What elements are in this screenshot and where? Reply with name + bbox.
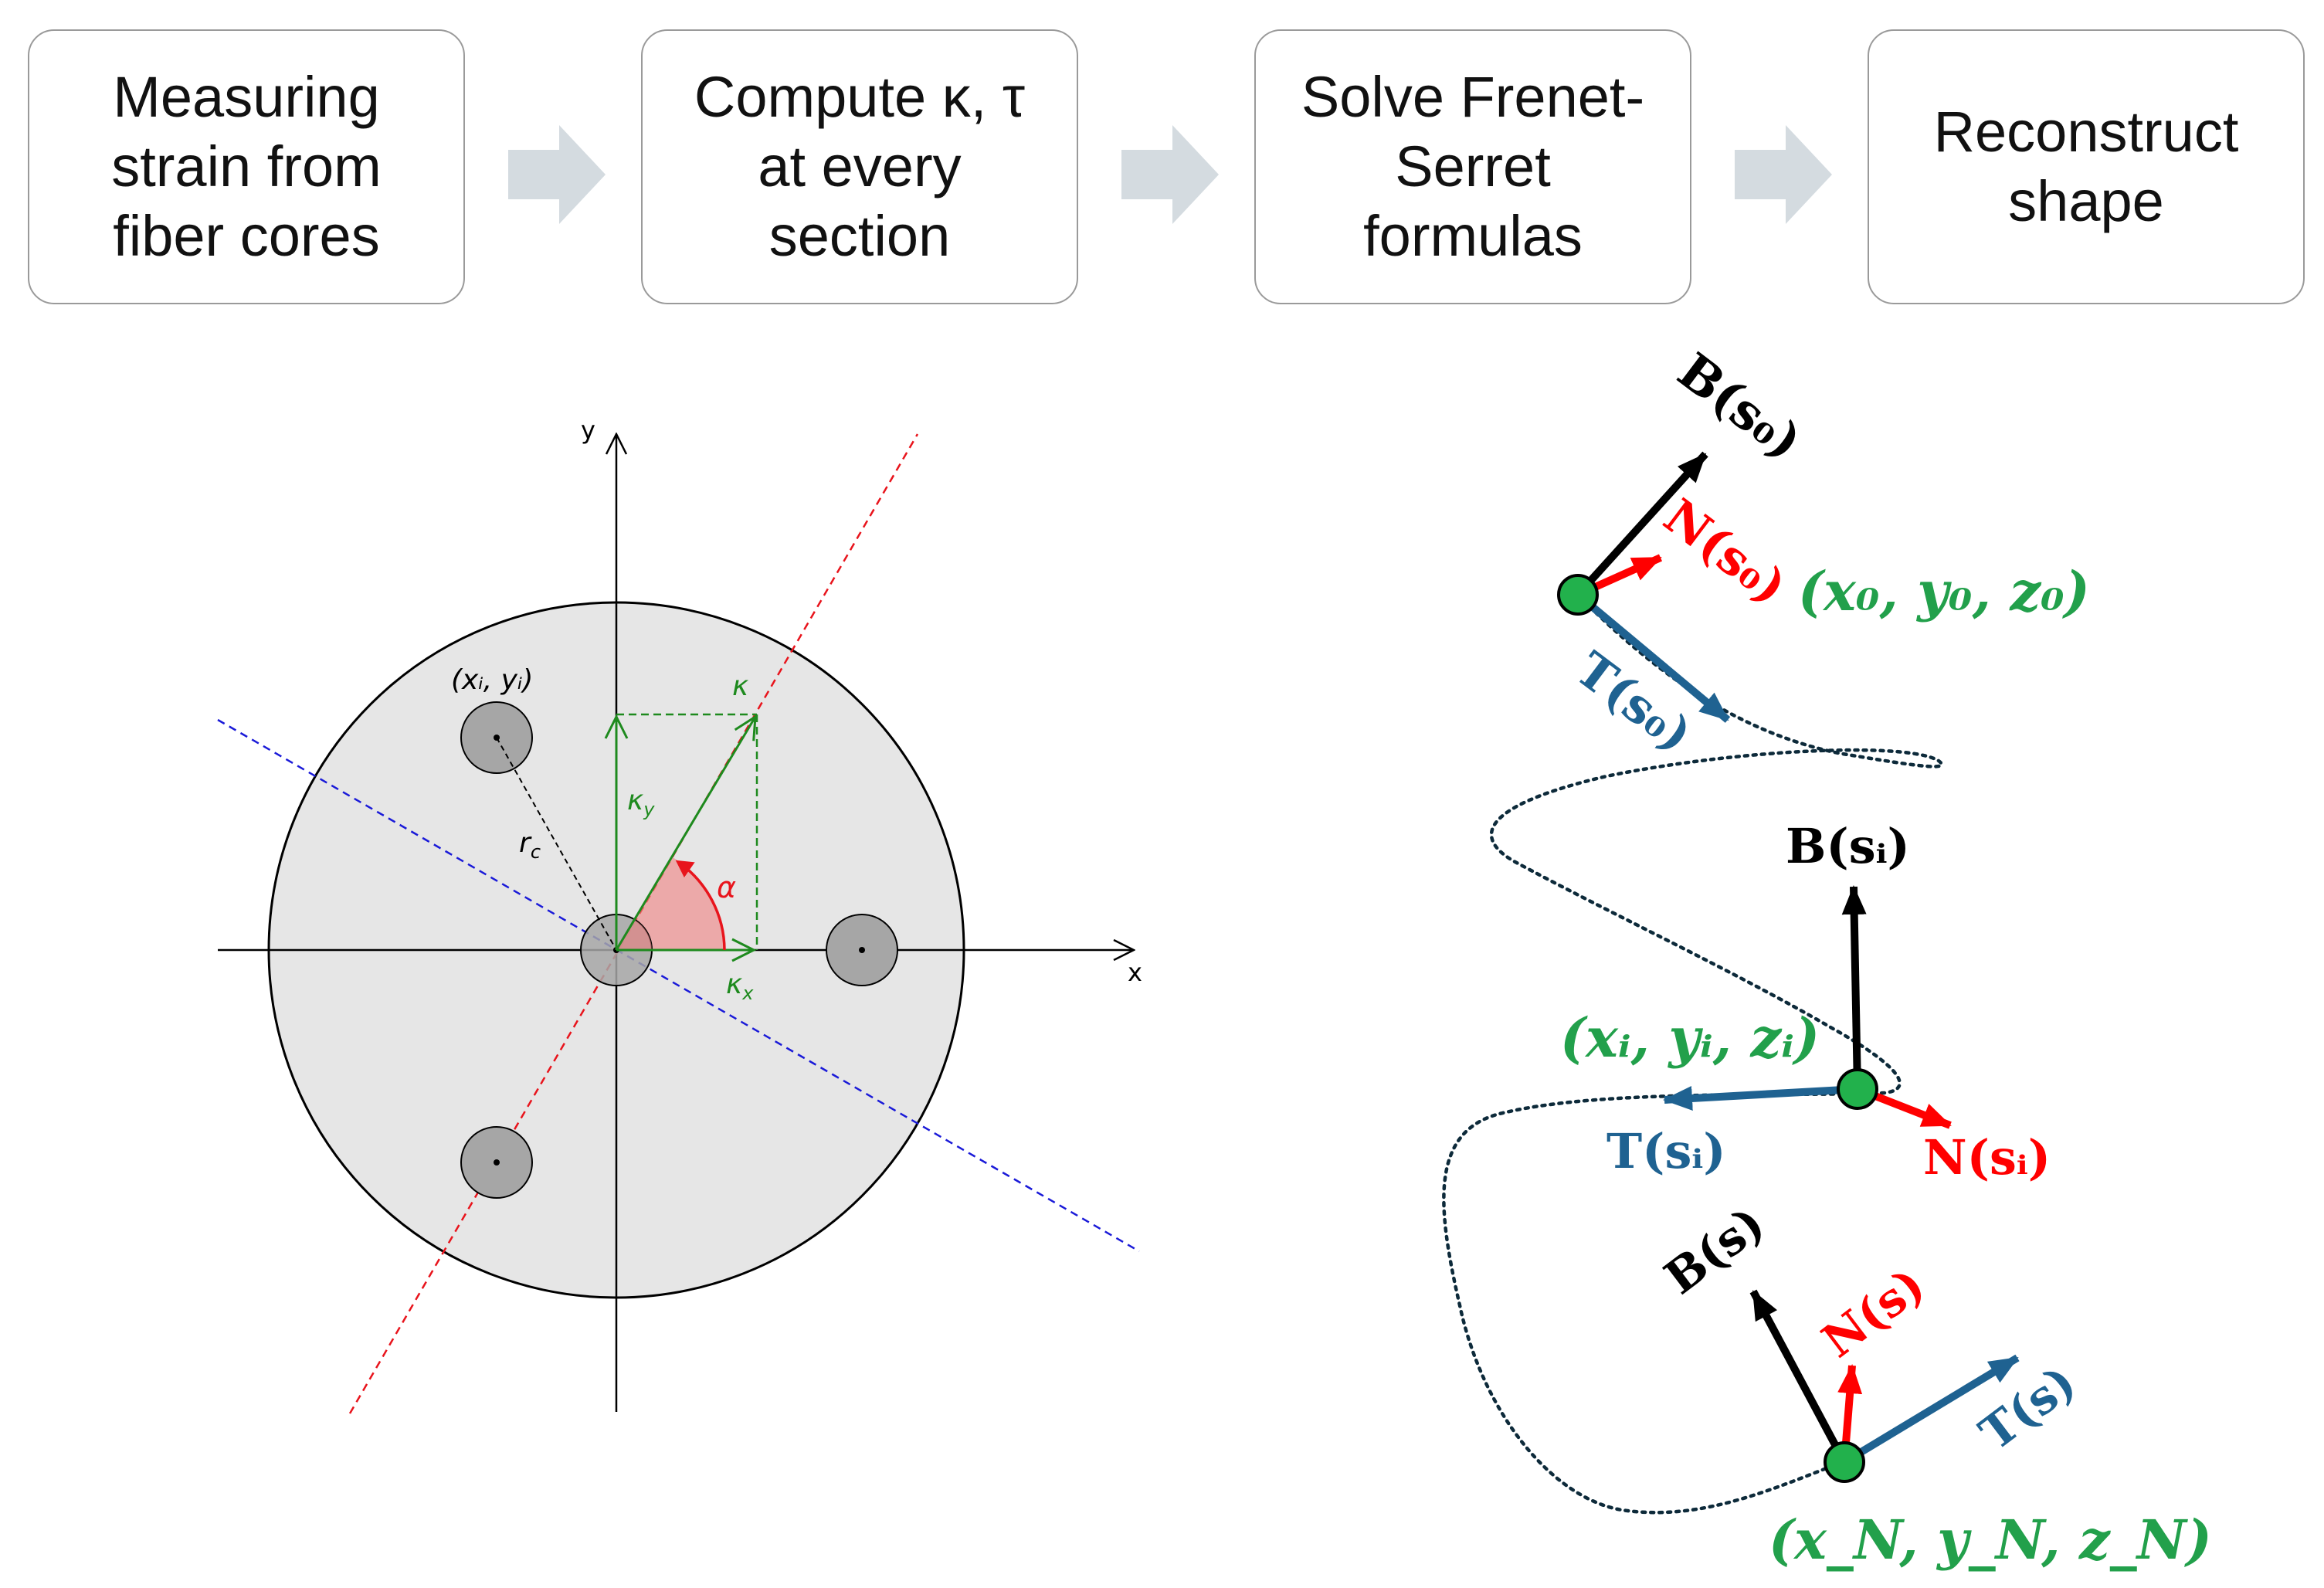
fiber-curve	[1442, 592, 1944, 1515]
tangent-label-top: T(s₀)	[1566, 641, 1702, 764]
radius-label: rc	[519, 827, 541, 863]
step-label: Measuring strain from fiber cores	[111, 65, 382, 268]
tangent-label-mid: T(sᵢ)	[1606, 1123, 1726, 1179]
alpha-label: α	[717, 870, 736, 904]
point-label-bot: (x_N, y_N, z_N)	[1769, 1508, 2212, 1572]
step-measuring-strain: Measuring strain from fiber cores	[28, 29, 465, 304]
binormal-vector-mid	[1841, 885, 1867, 1090]
binormal-label-bot: B(s)	[1655, 1196, 1775, 1305]
kappa-label: κ	[732, 670, 749, 702]
step-label: Compute κ, τ at every section	[694, 65, 1026, 268]
tangent-label-bot: T(s)	[1970, 1356, 2086, 1461]
alpha-arc	[675, 860, 726, 951]
point-label-mid: (xᵢ, yᵢ, zᵢ)	[1560, 1006, 1820, 1070]
step-label: Reconstruct shape	[1933, 100, 2239, 233]
binormal-vector-top	[1575, 451, 1708, 598]
binormal-label-top: B(s₀)	[1667, 342, 1812, 471]
flow-arrow-icon	[1735, 125, 1832, 224]
step-solve-frenet: Solve Frenet- Serret formulas	[1254, 29, 1691, 304]
normal-label-bot: N(s)	[1813, 1258, 1935, 1369]
step-reconstruct: Reconstruct shape	[1868, 29, 2305, 304]
kappa-vector	[615, 714, 757, 951]
radius-line	[496, 737, 617, 951]
y-axis-label: y	[581, 416, 595, 445]
tangent-vector-top	[1575, 592, 1731, 723]
flow-arrow-icon	[1121, 125, 1219, 224]
kappa-y-label: κy	[627, 785, 655, 820]
binormal-vector-bot	[1749, 1289, 1848, 1464]
normal-label-top: N(s₀)	[1654, 488, 1797, 616]
point-top	[1557, 574, 1599, 616]
step-compute-curvature: Compute κ, τ at every section	[641, 29, 1078, 304]
alpha-wedge-overlap	[616, 920, 652, 950]
step-label: Solve Frenet- Serret formulas	[1301, 65, 1645, 268]
kappa-x-label: κx	[726, 969, 754, 1004]
flow-arrow-icon	[508, 125, 606, 224]
point-bot	[1824, 1441, 1865, 1483]
tangent-vector-bot	[1842, 1354, 2020, 1466]
binormal-label-mid: B(sᵢ)	[1786, 818, 1910, 874]
point-mid	[1837, 1068, 1878, 1110]
x-axis-label: x	[1128, 958, 1142, 987]
tangent-vector-mid	[1663, 1085, 1858, 1111]
bending-plane-blue	[217, 718, 1140, 1253]
point-label-top: (x₀, y₀, z₀)	[1798, 559, 2090, 623]
core-coordinate-label: (xᵢ, yᵢ)	[451, 664, 533, 696]
core-dot	[494, 1159, 500, 1166]
core-dot	[859, 947, 865, 953]
normal-label-mid: N(sᵢ)	[1923, 1129, 2051, 1186]
